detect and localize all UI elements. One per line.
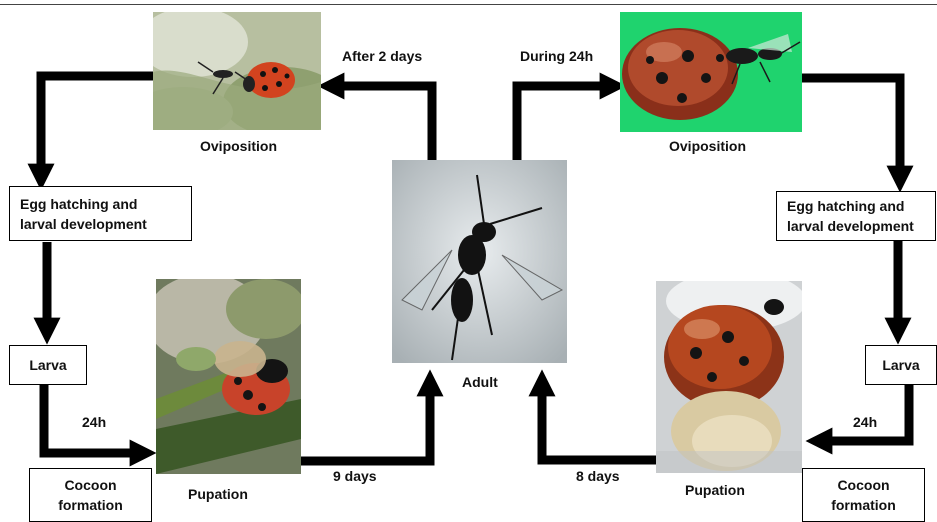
larva-left-text: Larva: [29, 355, 66, 375]
box-egg-hatching-left: Egg hatching and larval development: [9, 186, 192, 241]
photo-left-oviposition: [153, 12, 321, 130]
arrow-adult-to-right-oviposition: [517, 86, 614, 160]
label-9-days: 9 days: [333, 468, 377, 485]
arrow-right-oviposition-to-egg: [802, 78, 900, 180]
egg-right-line1: Egg hatching and: [787, 196, 904, 216]
label-24h-right: 24h: [853, 414, 877, 431]
arrow-left-pupation-to-adult: [301, 382, 430, 461]
label-adult: Adult: [462, 374, 498, 391]
photo-right-pupation: [656, 281, 802, 473]
photo-adult-wasp: [392, 160, 567, 363]
arrow-left-oviposition-to-egg: [41, 76, 153, 178]
label-pupation-right: Pupation: [685, 482, 745, 499]
label-pupation-left: Pupation: [188, 486, 248, 503]
box-egg-hatching-right: Egg hatching and larval development: [776, 191, 936, 241]
cocoon-right-line2: formation: [831, 495, 896, 515]
egg-left-line2: larval development: [20, 214, 147, 234]
box-cocoon-right: Cocoon formation: [802, 468, 925, 522]
egg-right-line2: larval development: [787, 216, 914, 236]
label-oviposition-right: Oviposition: [669, 138, 746, 155]
larva-right-text: Larva: [882, 355, 919, 375]
box-larva-right: Larva: [865, 345, 937, 385]
box-larva-left: Larva: [9, 345, 87, 385]
photo-left-pupation: [156, 279, 301, 474]
cocoon-left-line2: formation: [58, 495, 123, 515]
arrow-adult-to-left-oviposition: [330, 86, 432, 160]
label-during-24h: During 24h: [520, 48, 593, 65]
label-after-2-days: After 2 days: [342, 48, 422, 65]
cocoon-right-line1: Cocoon: [837, 475, 889, 495]
label-oviposition-left: Oviposition: [200, 138, 277, 155]
photo-right-oviposition: [620, 12, 802, 132]
label-8-days: 8 days: [576, 468, 620, 485]
arrow-right-pupation-to-adult: [542, 382, 656, 460]
box-cocoon-left: Cocoon formation: [29, 468, 152, 522]
label-24h-left: 24h: [82, 414, 106, 431]
cocoon-left-line1: Cocoon: [64, 475, 116, 495]
egg-left-line1: Egg hatching and: [20, 194, 137, 214]
arrow-right-larva-to-pupation: [818, 385, 909, 441]
